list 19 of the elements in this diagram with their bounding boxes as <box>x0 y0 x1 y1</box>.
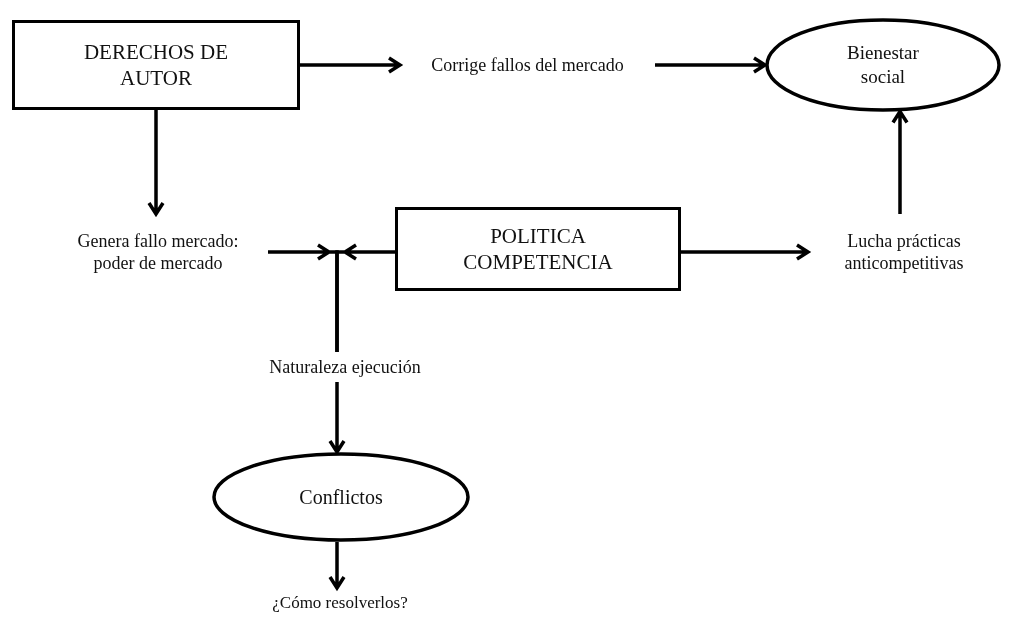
note-text: Corrige fallos del mercado <box>431 53 624 77</box>
note-text: ¿Cómo resolverlos? <box>272 592 408 614</box>
node-label: Bienestar social <box>846 41 920 89</box>
arrow <box>328 540 346 592</box>
arrow <box>328 380 346 456</box>
arrow <box>335 243 397 354</box>
arrow <box>891 108 909 216</box>
arrow <box>679 243 812 261</box>
arrow <box>653 56 769 74</box>
note-text: Lucha prácticas anticompetitivas <box>843 229 965 275</box>
arrow <box>298 56 404 74</box>
note-text: Naturaleza ejecución <box>269 355 421 379</box>
node-label: Conflictos <box>299 484 383 510</box>
node-label: DERECHOS DE AUTOR <box>82 38 230 92</box>
note-text: Genera fallo mercado: poder de mercado <box>76 229 240 275</box>
arrow <box>147 108 165 218</box>
node-label: POLITICA COMPETENCIA <box>462 222 614 276</box>
process-box <box>12 20 300 110</box>
process-box <box>395 207 681 291</box>
